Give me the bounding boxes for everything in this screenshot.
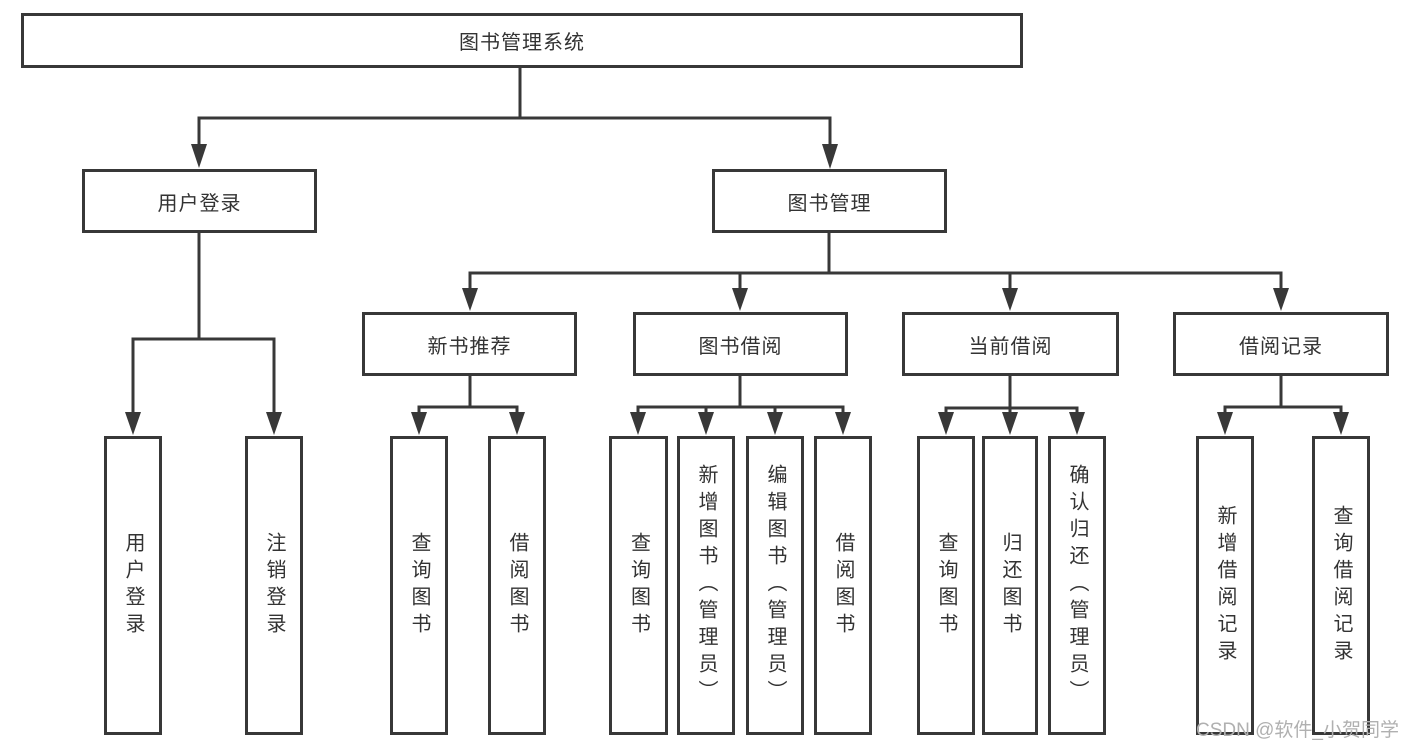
leaf-logout: 注销登录 (245, 436, 303, 735)
csdn-watermark: CSDN @软件_小贺同学 (1196, 720, 1399, 741)
node-book-borrowing-label: 图书借阅 (698, 335, 783, 358)
leaf-edit-books-admin: 编辑图书（管理员） (746, 436, 804, 735)
leaf-query-books-recommend: 查询图书 (390, 436, 448, 735)
leaf-borrow-books-borrowing: 借阅图书 (814, 436, 872, 735)
node-new-book-recommend: 新书推荐 (362, 312, 577, 376)
node-new-book-recommend-label: 新书推荐 (427, 335, 512, 358)
node-borrowing-records-label: 借阅记录 (1239, 335, 1323, 358)
node-root-label: 图书管理系统 (459, 32, 585, 54)
node-user-login-label: 用户登录 (157, 192, 242, 215)
node-current-borrowing-label: 当前借阅 (968, 335, 1053, 358)
node-borrowing-records: 借阅记录 (1173, 312, 1389, 376)
leaf-add-books-admin: 新增图书（管理员） (677, 436, 735, 735)
node-user-login: 用户登录 (82, 169, 317, 233)
node-book-management-label: 图书管理 (787, 192, 872, 215)
node-book-management: 图书管理 (712, 169, 947, 233)
node-book-borrowing: 图书借阅 (633, 312, 848, 376)
leaf-query-books-current: 查询图书 (917, 436, 975, 735)
leaf-confirm-return-admin: 确认归还（管理员） (1048, 436, 1106, 735)
leaf-borrow-books-recommend: 借阅图书 (488, 436, 546, 735)
node-current-borrowing: 当前借阅 (902, 312, 1119, 376)
leaf-query-books-borrowing: 查询图书 (609, 436, 668, 735)
leaf-query-borrow-record: 查询借阅记录 (1312, 436, 1370, 735)
leaf-return-books: 归还图书 (982, 436, 1038, 735)
leaf-user-login: 用户登录 (104, 436, 162, 735)
node-root: 图书管理系统 (21, 13, 1023, 68)
leaf-add-borrow-record: 新增借阅记录 (1196, 436, 1254, 735)
